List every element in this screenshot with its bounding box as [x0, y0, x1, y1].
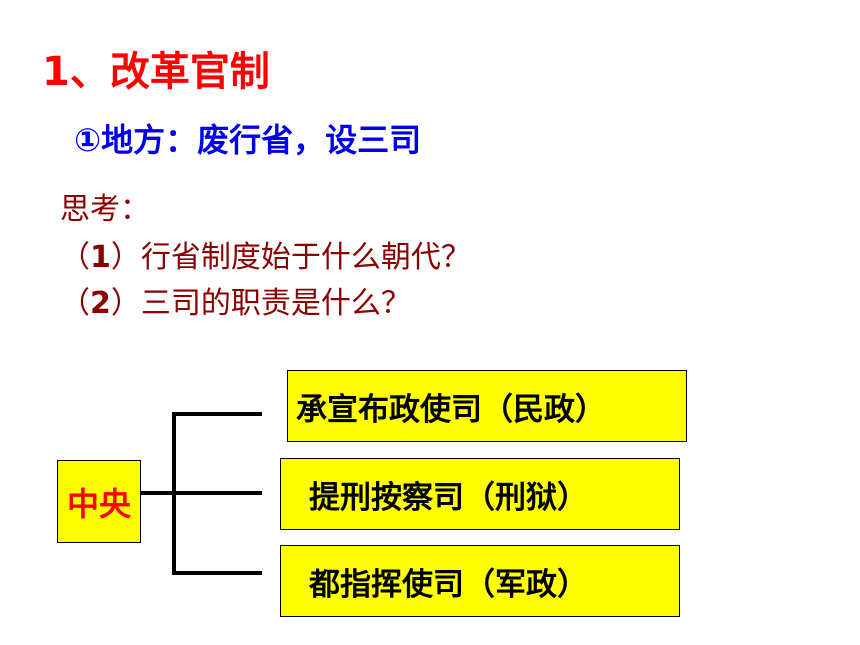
question-1-close: ）: [110, 240, 141, 275]
branch-box-military: 都指挥使司（军政）: [280, 545, 680, 617]
question-2-close: ）: [110, 286, 141, 321]
connector-stub-center: [141, 491, 175, 495]
slide-title: 1、改革官制: [42, 49, 270, 95]
question-2-number: 2: [90, 286, 111, 321]
think-label: 思考：: [60, 192, 150, 227]
question-2-open: （: [60, 286, 90, 321]
question-2-text: 三司的职责是什么？: [140, 286, 411, 321]
question-2: （2）三司的职责是什么？: [60, 284, 411, 324]
connector-branch-2: [172, 491, 262, 495]
connector-branch-3: [172, 571, 262, 575]
branch-box-civil: 承宣布政使司（民政）: [287, 370, 687, 442]
center-box: 中央: [57, 460, 141, 543]
connector-branch-1: [172, 412, 262, 416]
question-1: （1）行省制度始于什么朝代？: [60, 238, 471, 278]
branch-box-judicial: 提刑按察司（刑狱）: [280, 458, 680, 530]
question-1-text: 行省制度始于什么朝代？: [140, 240, 471, 275]
question-1-open: （: [60, 240, 90, 275]
slide-subtitle: ①地方：废行省，设三司: [74, 121, 422, 159]
question-1-number: 1: [90, 240, 111, 275]
